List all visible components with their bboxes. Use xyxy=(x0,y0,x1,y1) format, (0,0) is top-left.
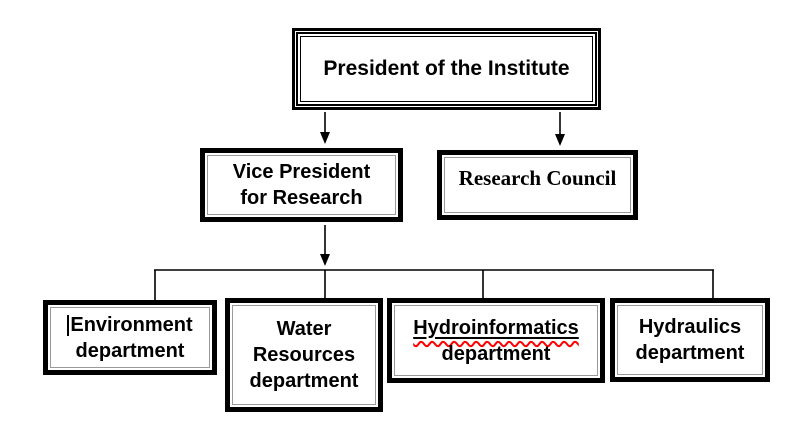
vice-president-frame: Vice President for Research xyxy=(207,155,396,215)
hydroinformatics-label-line2: department xyxy=(441,342,551,365)
node-environment-department[interactable]: Environment department xyxy=(43,300,217,375)
environment-frame: Environment department xyxy=(50,307,210,368)
water-resources-frame: Water Resources department xyxy=(232,305,376,405)
arrowhead-president-council xyxy=(555,134,565,146)
node-hydraulics-department[interactable]: Hydraulics department xyxy=(610,298,770,382)
water-resources-label-line1: Water xyxy=(276,318,332,340)
president-border-inner: President of the Institute xyxy=(300,36,593,102)
hydraulics-label-line1: Hydraulics xyxy=(638,316,742,338)
arrowhead-vp-bus xyxy=(320,254,330,266)
environment-label-line1: Environment xyxy=(67,312,193,338)
vice-president-label-line1: Vice President xyxy=(232,161,371,183)
environment-label-line2: department xyxy=(75,339,185,362)
hydroinformatics-label-line1: Hydroinformatics xyxy=(413,315,579,341)
research-council-frame: Research Council xyxy=(444,157,631,213)
hydroinformatics-frame: Hydroinformatics department xyxy=(394,305,598,376)
environment-word: Environment xyxy=(70,313,193,336)
node-hydroinformatics-department[interactable]: Hydroinformatics department xyxy=(387,298,605,383)
water-resources-label-line3: department xyxy=(249,370,359,392)
node-research-council[interactable]: Research Council xyxy=(437,150,638,220)
underlined-word: Hydroinformatics xyxy=(413,317,579,339)
vice-president-label-line2: for Research xyxy=(240,187,363,209)
spellcheck-underlined-word: Hydroinformatics xyxy=(413,316,579,339)
arrowhead-president-vp xyxy=(320,132,330,144)
water-resources-label-line2: Resources xyxy=(252,344,356,366)
research-council-label: Research Council xyxy=(458,166,617,190)
hydraulics-frame: Hydraulics department xyxy=(617,305,763,375)
president-border-mid: President of the Institute xyxy=(296,32,597,106)
node-president[interactable]: President of the Institute xyxy=(292,28,601,110)
text-cursor-caret xyxy=(67,314,70,336)
president-label: President of the Institute xyxy=(323,57,570,80)
node-vice-president[interactable]: Vice President for Research xyxy=(200,148,403,222)
hydraulics-label-line2: department xyxy=(635,342,745,364)
node-water-resources-department[interactable]: Water Resources department xyxy=(225,298,383,412)
